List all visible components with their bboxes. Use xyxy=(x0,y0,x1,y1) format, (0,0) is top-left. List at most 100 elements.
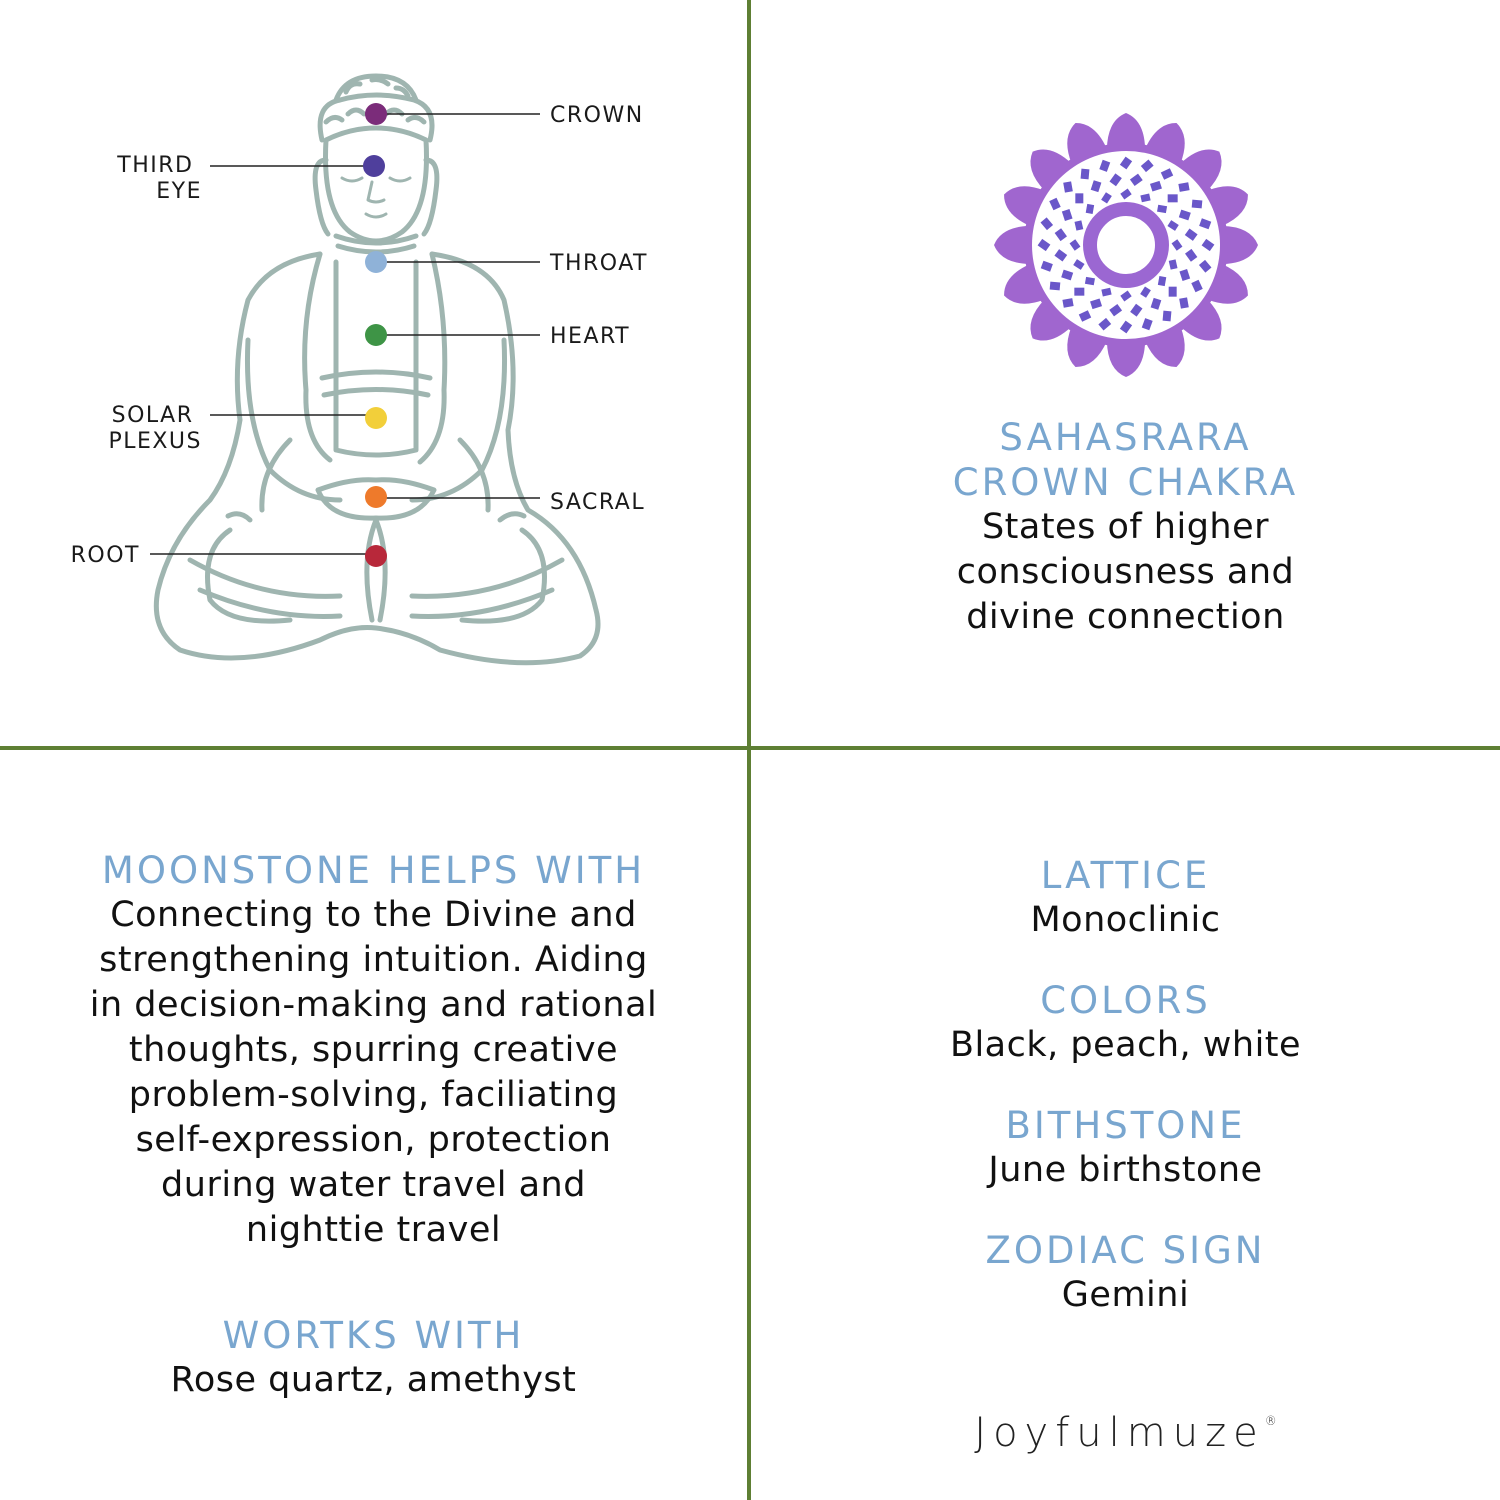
chakra-lattice-cell xyxy=(1168,259,1178,270)
solar-plexus-label-line-2: PLEXUS xyxy=(108,429,202,454)
third-eye-chakra-dot xyxy=(363,155,385,177)
chakra-lattice-cell xyxy=(1140,286,1151,298)
chakra-lattice-cell xyxy=(1074,220,1084,231)
crown-label: CROWN xyxy=(550,103,644,128)
chakra-lattice-cell xyxy=(1157,204,1168,214)
chakra-lattice-cell xyxy=(1179,268,1191,281)
chakra-lattice-cell xyxy=(1149,180,1162,192)
solar-plexus-label: SOLAR PLEXUS xyxy=(108,403,202,454)
chakra-petal xyxy=(1222,225,1258,265)
chakra-lattice-cell xyxy=(1119,156,1133,170)
property-value: Monoclinic xyxy=(1030,900,1221,940)
chakra-lattice-cell xyxy=(1080,168,1090,180)
helps-with-heading: MOONSTONE HELPS WITH xyxy=(101,849,646,892)
property-birthstone: BITHSTONE June birthstone xyxy=(751,1103,1500,1193)
chakra-lattice-cell xyxy=(1078,310,1092,322)
chakra-lattice-cell xyxy=(1120,188,1132,200)
chakra-petal xyxy=(1004,264,1045,304)
third-eye-label-line-1: THIRD xyxy=(116,153,193,178)
third-eye-label: THIRD EYE xyxy=(116,153,202,204)
crown-chakra-symbol xyxy=(981,100,1271,390)
helps-with-panel: MOONSTONE HELPS WITH Connecting to the D… xyxy=(0,750,747,1500)
chakra-petal xyxy=(1030,149,1072,191)
vertical-divider xyxy=(747,0,751,1500)
works-with-value: Rose quartz, amethyst xyxy=(170,1360,577,1400)
chakra-lattice-cell xyxy=(1160,168,1174,180)
chakra-lattice-cell xyxy=(1049,197,1061,211)
chakra-petal xyxy=(1004,186,1045,226)
heart-label: HEART xyxy=(550,324,630,349)
brand-logo: Joyfulmuze® xyxy=(751,1410,1500,1456)
chakra-description-line: consciousness and xyxy=(956,552,1295,592)
chakra-lattice-cell xyxy=(1084,276,1095,286)
chakra-diagram-panel: CROWN THIRD EYE THROAT HEART SOLAR PLEXU… xyxy=(0,0,747,746)
sacral-label: SACRAL xyxy=(550,490,645,515)
chakra-petal xyxy=(1180,299,1222,341)
chakra-lattice-cell xyxy=(1090,298,1103,310)
helps-line: strengthening intuition. Aiding xyxy=(99,940,648,980)
property-value: June birthstone xyxy=(988,1150,1263,1190)
helps-line: problem-solving, faciliating xyxy=(128,1075,619,1115)
chakra-lattice-cell xyxy=(1168,286,1177,297)
chakra-lattice-cell xyxy=(1201,238,1215,252)
chakra-title: SAHASRARA CROWN CHAKRA xyxy=(751,415,1500,505)
sacral-chakra-dot xyxy=(365,486,387,508)
chakra-lattice-cell xyxy=(1037,238,1051,252)
property-title: BITHSTONE xyxy=(1005,1104,1246,1147)
chakra-petal xyxy=(1145,326,1185,367)
throat-label: THROAT xyxy=(549,251,648,276)
solar-plexus-label-line-1: SOLAR xyxy=(112,403,194,428)
chakra-lattice-cell xyxy=(1120,290,1132,302)
chakra-petal xyxy=(1180,149,1222,191)
chakra-lattice-cell xyxy=(1040,260,1053,272)
chakra-petal xyxy=(1207,186,1248,226)
chakra-petal xyxy=(994,225,1030,265)
throat-chakra-dot xyxy=(365,251,387,273)
chakra-lattice-cell xyxy=(1162,310,1172,322)
chakra-petal xyxy=(1030,299,1072,341)
chakra-lattice-cell xyxy=(1073,259,1085,270)
chakra-lattice-cell xyxy=(1049,281,1061,291)
brand-name: Joyfulmuze xyxy=(974,1410,1265,1456)
chakra-lattice-cell xyxy=(1101,192,1112,204)
chakra-lattice-cell xyxy=(1069,239,1081,251)
chakra-type: CROWN CHAKRA xyxy=(952,461,1299,504)
registered-mark: ® xyxy=(1264,1414,1277,1428)
chakra-lattice-cell xyxy=(1101,287,1112,297)
chakra-lattice-cell xyxy=(1099,159,1111,172)
chakra-lattice-cell xyxy=(1199,218,1212,230)
chakra-description: States of higher consciousness and divin… xyxy=(751,505,1500,640)
chakra-petal xyxy=(1207,264,1248,304)
chakra-lattice-cell xyxy=(1191,279,1203,293)
third-eye-label-line-2: EYE xyxy=(156,179,202,204)
chakra-petal xyxy=(1067,326,1107,367)
property-colors: COLORS Black, peach, white xyxy=(751,978,1500,1068)
crown-chakra-icon xyxy=(994,113,1258,377)
chakra-description-line: States of higher xyxy=(981,507,1270,547)
chakra-lattice-cell xyxy=(1150,297,1162,310)
chakra-lattice-cell xyxy=(1140,159,1154,173)
chakra-lattice-cell xyxy=(1171,239,1183,251)
root-chakra-dot xyxy=(365,545,387,567)
chakra-lattice-cell xyxy=(1178,182,1190,192)
buddha-figure xyxy=(153,73,601,666)
chakra-center-ring xyxy=(1083,202,1169,288)
chakra-lattice-cell xyxy=(1098,317,1112,331)
chakra-lattice-cell xyxy=(1109,173,1122,187)
property-lattice: LATTICE Monoclinic xyxy=(751,853,1500,943)
helps-line: thoughts, spurring creative xyxy=(128,1030,619,1070)
helps-line: Connecting to the Divine and xyxy=(110,895,637,935)
root-label: ROOT xyxy=(71,543,140,568)
chakra-lattice-cell xyxy=(1119,320,1133,334)
buddha-chakra-diagram: CROWN THIRD EYE THROAT HEART SOLAR PLEXU… xyxy=(71,73,648,666)
property-value: Black, peach, white xyxy=(949,1025,1302,1065)
chakra-inner-bg xyxy=(1032,151,1220,339)
chakra-lattice-cell xyxy=(1061,209,1073,222)
chakra-lattice-cell xyxy=(1040,217,1054,231)
helps-with-body: Connecting to the Divine and strengtheni… xyxy=(20,893,727,1253)
helps-line: nighttie travel xyxy=(245,1210,502,1250)
helps-line: self-expression, protection xyxy=(135,1120,612,1160)
chakra-lattice-cell xyxy=(1074,287,1085,296)
chakra-lattice-cell xyxy=(1054,228,1067,242)
chakra-description-line: divine connection xyxy=(966,597,1285,637)
